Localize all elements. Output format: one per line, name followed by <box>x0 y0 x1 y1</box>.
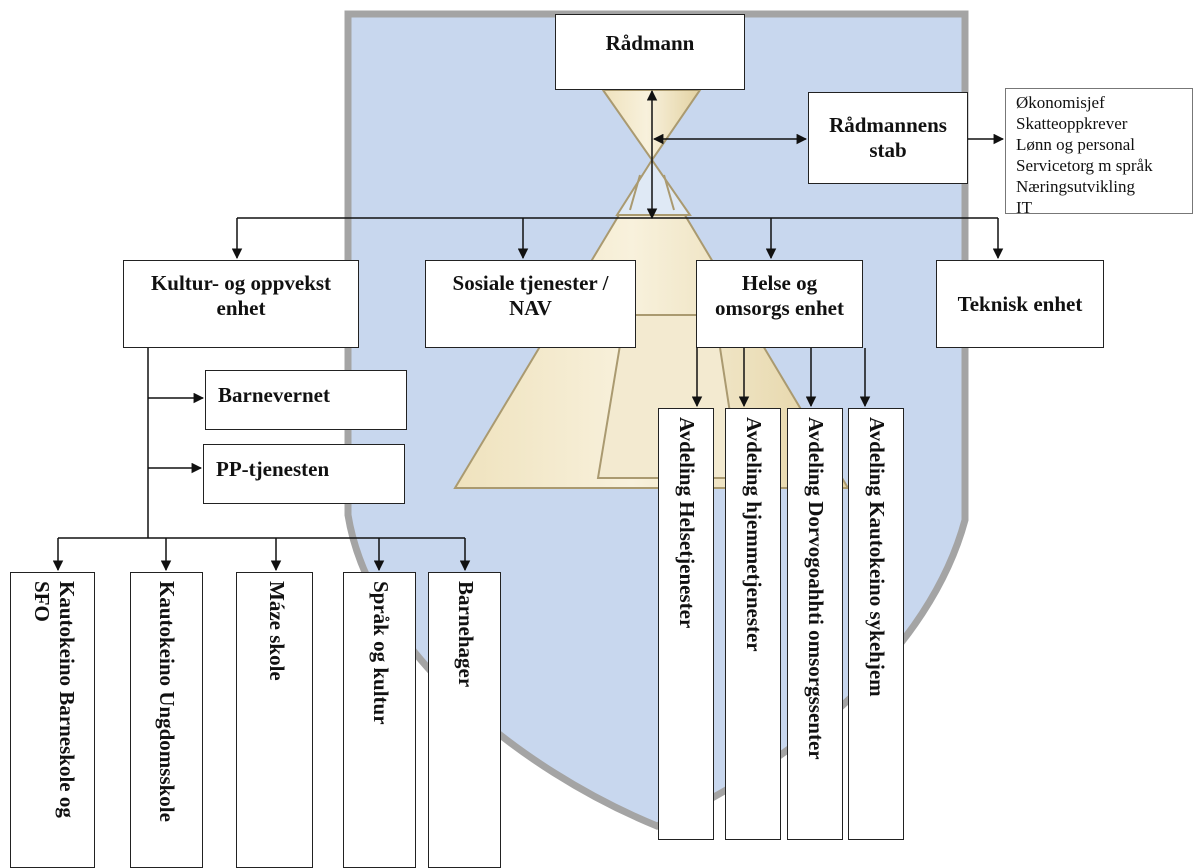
school-box: Kautokeino Ungdomsskole <box>130 572 203 868</box>
unit-technical-box: Teknisk enhet <box>936 260 1104 348</box>
department-box: Avdeling Dorvogoahhti omsorgssenter <box>787 408 843 840</box>
department-label: Avdeling Kautokeino sykehjem <box>865 417 889 697</box>
service-barnevernet-label: Barnevernet <box>218 383 330 407</box>
school-label: Máze skole <box>265 581 289 681</box>
school-label: Kautokeino Barneskole og SFO <box>30 581 79 818</box>
radmann-box: Rådmann <box>555 14 745 90</box>
staff-function-list: Økonomisjef Skatteoppkrever Lønn og pers… <box>1005 88 1193 217</box>
staff-item: Næringsutvikling <box>1016 177 1136 196</box>
department-label: Avdeling Helsetjenester <box>675 417 699 629</box>
school-box: Kautokeino Barneskole og SFO <box>10 572 95 868</box>
department-label: Avdeling hjemmetjenester <box>742 417 766 652</box>
service-pp-label: PP-tjenesten <box>216 457 330 481</box>
school-label: Språk og kultur <box>369 581 393 725</box>
staff-box: Rådmannens stab <box>808 92 968 184</box>
unit-culture-box: Kultur- og oppvekst enhet <box>123 260 359 348</box>
staff-item: IT <box>1016 198 1033 217</box>
unit-health-box: Helse og omsorgs enhet <box>696 260 863 348</box>
staff-label: Rådmannens stab <box>829 113 947 162</box>
unit-culture-label: Kultur- og oppvekst enhet <box>150 271 332 320</box>
unit-health-label: Helse og omsorgs enhet <box>715 271 844 320</box>
unit-social-box: Sosiale tjenester / NAV <box>425 260 636 348</box>
school-label: Barnehager <box>454 581 478 688</box>
service-barnevernet-box: Barnevernet <box>205 370 407 430</box>
school-box: Barnehager <box>428 572 501 868</box>
radmann-label: Rådmann <box>605 31 695 55</box>
staff-item: Servicetorg m språk <box>1016 156 1153 175</box>
staff-item: Økonomisjef <box>1016 93 1105 112</box>
school-box: Máze skole <box>236 572 313 868</box>
staff-item: Skatteoppkrever <box>1016 114 1128 133</box>
school-label: Kautokeino Ungdomsskole <box>155 581 179 822</box>
department-label: Avdeling Dorvogoahhti omsorgssenter <box>804 417 828 760</box>
department-box: Avdeling Helsetjenester <box>658 408 714 840</box>
unit-social-label: Sosiale tjenester / NAV <box>452 271 609 320</box>
department-box: Avdeling Kautokeino sykehjem <box>848 408 904 840</box>
department-box: Avdeling hjemmetjenester <box>725 408 781 840</box>
staff-item: Lønn og personal <box>1016 135 1135 154</box>
service-pp-box: PP-tjenesten <box>203 444 405 504</box>
connectors <box>52 89 1005 572</box>
unit-technical-label: Teknisk enhet <box>957 291 1083 316</box>
school-box: Språk og kultur <box>343 572 416 868</box>
